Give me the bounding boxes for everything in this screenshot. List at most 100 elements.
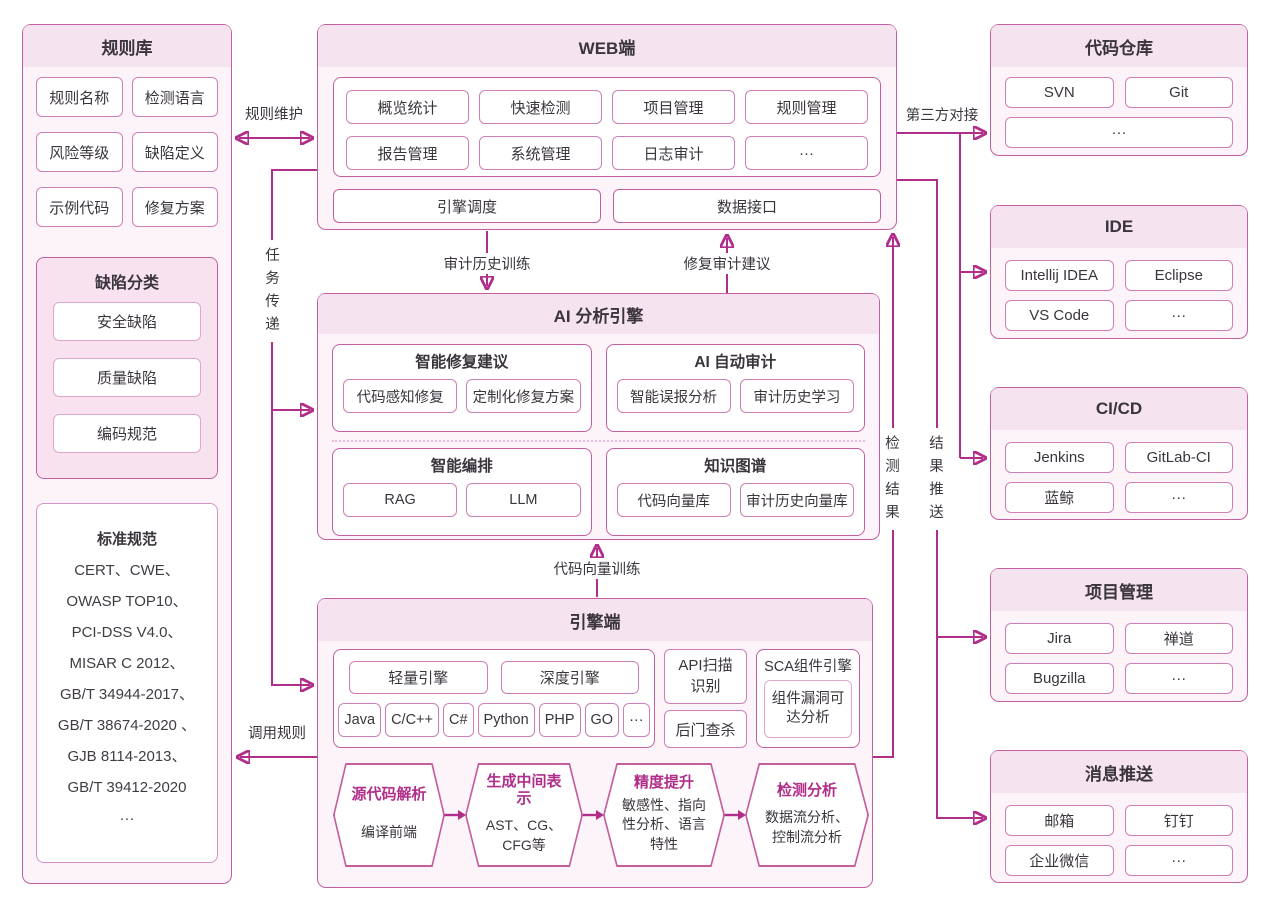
web-module-box: 系统管理 — [479, 136, 602, 170]
wire-label-rule-maintain: 规则维护 — [236, 103, 312, 124]
web-title: WEB端 — [318, 25, 896, 67]
pipeline-step-title: 源代码解析 — [351, 786, 427, 804]
integration-box: SVN — [1005, 77, 1114, 108]
wire-label-result-push: 结果推送 — [926, 428, 947, 530]
ai-item-box: 代码感知修复 — [343, 379, 458, 413]
standard-item: MISAR C 2012、 — [69, 655, 185, 672]
data-interface-box: 数据接口 — [613, 189, 881, 223]
section-web: WEB端 概览统计 快速检测 项目管理 规则管理 报告管理 系统管理 日志审计 … — [317, 24, 897, 230]
ai-item-box: 智能误报分析 — [616, 379, 731, 413]
ide-title: IDE — [991, 206, 1247, 248]
section-code-repo: 代码仓库 SVN Git ··· — [990, 24, 1248, 156]
ai-item-box: 定制化修复方案 — [466, 379, 581, 413]
rule-attr-box: 修复方案 — [131, 187, 218, 227]
web-module-box: 项目管理 — [612, 90, 735, 124]
standard-item: GB/T 34944-2017、 — [60, 686, 194, 703]
pipeline-step-desc: 编译前端 — [361, 823, 417, 840]
integration-box: 蓝鲸 — [1005, 482, 1114, 513]
section-msg-push: 消息推送 邮箱 钉钉 企业微信 ··· — [990, 750, 1248, 883]
sca-vuln-reach-box: 组件漏洞可达分析 — [764, 680, 852, 738]
section-engine: 引擎端 轻量引擎 深度引擎 Java C/C++ C# Python PHP G… — [317, 598, 873, 888]
standard-item: OWASP TOP10、 — [66, 593, 188, 610]
pipeline-step-title: 精度提升 — [633, 774, 694, 792]
ai-item-box: RAG — [343, 483, 458, 517]
flow-arrow-icon — [723, 810, 746, 820]
integration-ellipsis-box: ··· — [1124, 300, 1233, 331]
rule-attributes: 规则名称 检测语言 风险等级 缺陷定义 示例代码 修复方案 — [36, 77, 218, 227]
ai-group-knowledge-graph: 知识图谱 代码向量库 审计历史向量库 — [605, 448, 865, 536]
sca-engine-title: SCA组件引擎 — [764, 658, 852, 675]
ai-item-box: LLM — [466, 483, 581, 517]
section-ide: IDE Intellij IDEA Eclipse VS Code ··· — [990, 205, 1248, 339]
flow-arrow-icon — [443, 810, 466, 820]
ai-group-title: AI 自动审计 — [694, 354, 777, 371]
defect-classification-panel: 缺陷分类 安全缺陷 质量缺陷 编码规范 — [36, 257, 218, 479]
defect-type-box: 安全缺陷 — [53, 302, 201, 341]
deep-engine-box: 深度引擎 — [500, 661, 639, 694]
defect-classification-title: 缺陷分类 — [94, 275, 159, 292]
language-box: Python — [477, 703, 535, 737]
defect-type-box: 编码规范 — [53, 414, 201, 453]
pipeline-step-precision: 精度提升 敏感性、指向性分析、语言特性 — [603, 763, 725, 867]
standard-item: PCI-DSS V4.0、 — [71, 624, 183, 641]
integration-ellipsis-box: ··· — [1005, 117, 1233, 148]
wire-label-detect-result: 检测结果 — [882, 428, 903, 530]
integration-box: Bugzilla — [1005, 663, 1114, 694]
rule-attr-box: 规则名称 — [36, 77, 123, 117]
backdoor-scan-box: 后门查杀 — [664, 710, 747, 748]
integration-ellipsis-box: ··· — [1124, 845, 1233, 876]
pipeline-step-desc: 数据流分析、控制流分析 — [765, 809, 849, 845]
ai-engine-title: AI 分析引擎 — [318, 294, 879, 334]
standards-title: 标准规范 — [96, 531, 157, 548]
integration-ellipsis-box: ··· — [1124, 663, 1233, 694]
ai-group-title: 智能修复建议 — [415, 354, 509, 371]
msg-push-title: 消息推送 — [991, 751, 1247, 793]
language-box: Java — [338, 703, 382, 737]
section-rule-library: 规则库 规则名称 检测语言 风险等级 缺陷定义 示例代码 修复方案 缺陷分类 安… — [22, 24, 232, 884]
ai-group-title: 智能编排 — [430, 458, 493, 475]
integration-box: 钉钉 — [1124, 805, 1233, 836]
pipeline-step-detect: 检测分析 数据流分析、控制流分析 — [745, 763, 869, 867]
standards-panel: 标准规范 CERT、CWE、 OWASP TOP10、 PCI-DSS V4.0… — [36, 503, 218, 863]
standard-item: CERT、CWE、 — [74, 562, 180, 579]
rule-library-title: 规则库 — [23, 25, 231, 67]
ai-item-box: 代码向量库 — [616, 483, 731, 517]
standard-item: GB/T 39412-2020 — [67, 779, 187, 796]
ai-group-fix-suggest: 智能修复建议 代码感知修复 定制化修复方案 — [332, 344, 592, 432]
section-ai-engine: AI 分析引擎 智能修复建议 代码感知修复 定制化修复方案 AI 自动审计 智能… — [317, 293, 880, 540]
language-box: C/C++ — [385, 703, 439, 737]
web-modules-group: 概览统计 快速检测 项目管理 规则管理 报告管理 系统管理 日志审计 ··· — [333, 77, 881, 177]
pipeline-step-title: 检测分析 — [776, 781, 837, 799]
wire-label-audit-history-train: 审计历史训练 — [435, 253, 539, 274]
ai-group-orchestration: 智能编排 RAG LLM — [332, 448, 592, 536]
engine-title: 引擎端 — [318, 599, 872, 641]
integration-box: 禅道 — [1124, 623, 1233, 654]
ai-item-box: 审计历史学习 — [739, 379, 854, 413]
wire-label-third-party: 第三方对接 — [902, 104, 982, 125]
web-module-ellipsis-box: ··· — [745, 136, 868, 170]
ai-group-auto-audit: AI 自动审计 智能误报分析 审计历史学习 — [605, 344, 865, 432]
wire-detect-result — [873, 237, 893, 758]
wire-label-code-vector-train: 代码向量训练 — [545, 558, 649, 579]
rule-attr-box: 缺陷定义 — [131, 132, 218, 172]
ai-item-box: 审计历史向量库 — [739, 483, 854, 517]
wire-label-task-pass: 任务传递 — [262, 240, 283, 342]
language-box: GO — [584, 703, 620, 737]
web-module-box: 概览统计 — [346, 90, 469, 124]
cicd-title: CI/CD — [991, 388, 1247, 430]
standard-item: GJB 8114-2013、 — [67, 748, 187, 765]
rule-attr-box: 检测语言 — [131, 77, 218, 117]
pipeline-step-ir-generate: 生成中间表示 AST、CG、CFG等 — [465, 763, 583, 867]
integration-box: 企业微信 — [1005, 845, 1114, 876]
light-engine-box: 轻量引擎 — [349, 661, 488, 694]
defect-type-box: 质量缺陷 — [53, 358, 201, 397]
web-module-box: 报告管理 — [346, 136, 469, 170]
integration-box: 邮箱 — [1005, 805, 1114, 836]
code-repo-title: 代码仓库 — [991, 25, 1247, 67]
rule-attr-box: 风险等级 — [36, 132, 123, 172]
integration-box: VS Code — [1005, 300, 1114, 331]
analysis-pipeline: 源代码解析 编译前端 生成中间表示 AST、CG、CFG等 精度提升 敏感性、指… — [333, 759, 869, 871]
language-ellipsis-box: ··· — [623, 703, 650, 737]
pipeline-step-desc: AST、CG、CFG等 — [485, 817, 563, 853]
